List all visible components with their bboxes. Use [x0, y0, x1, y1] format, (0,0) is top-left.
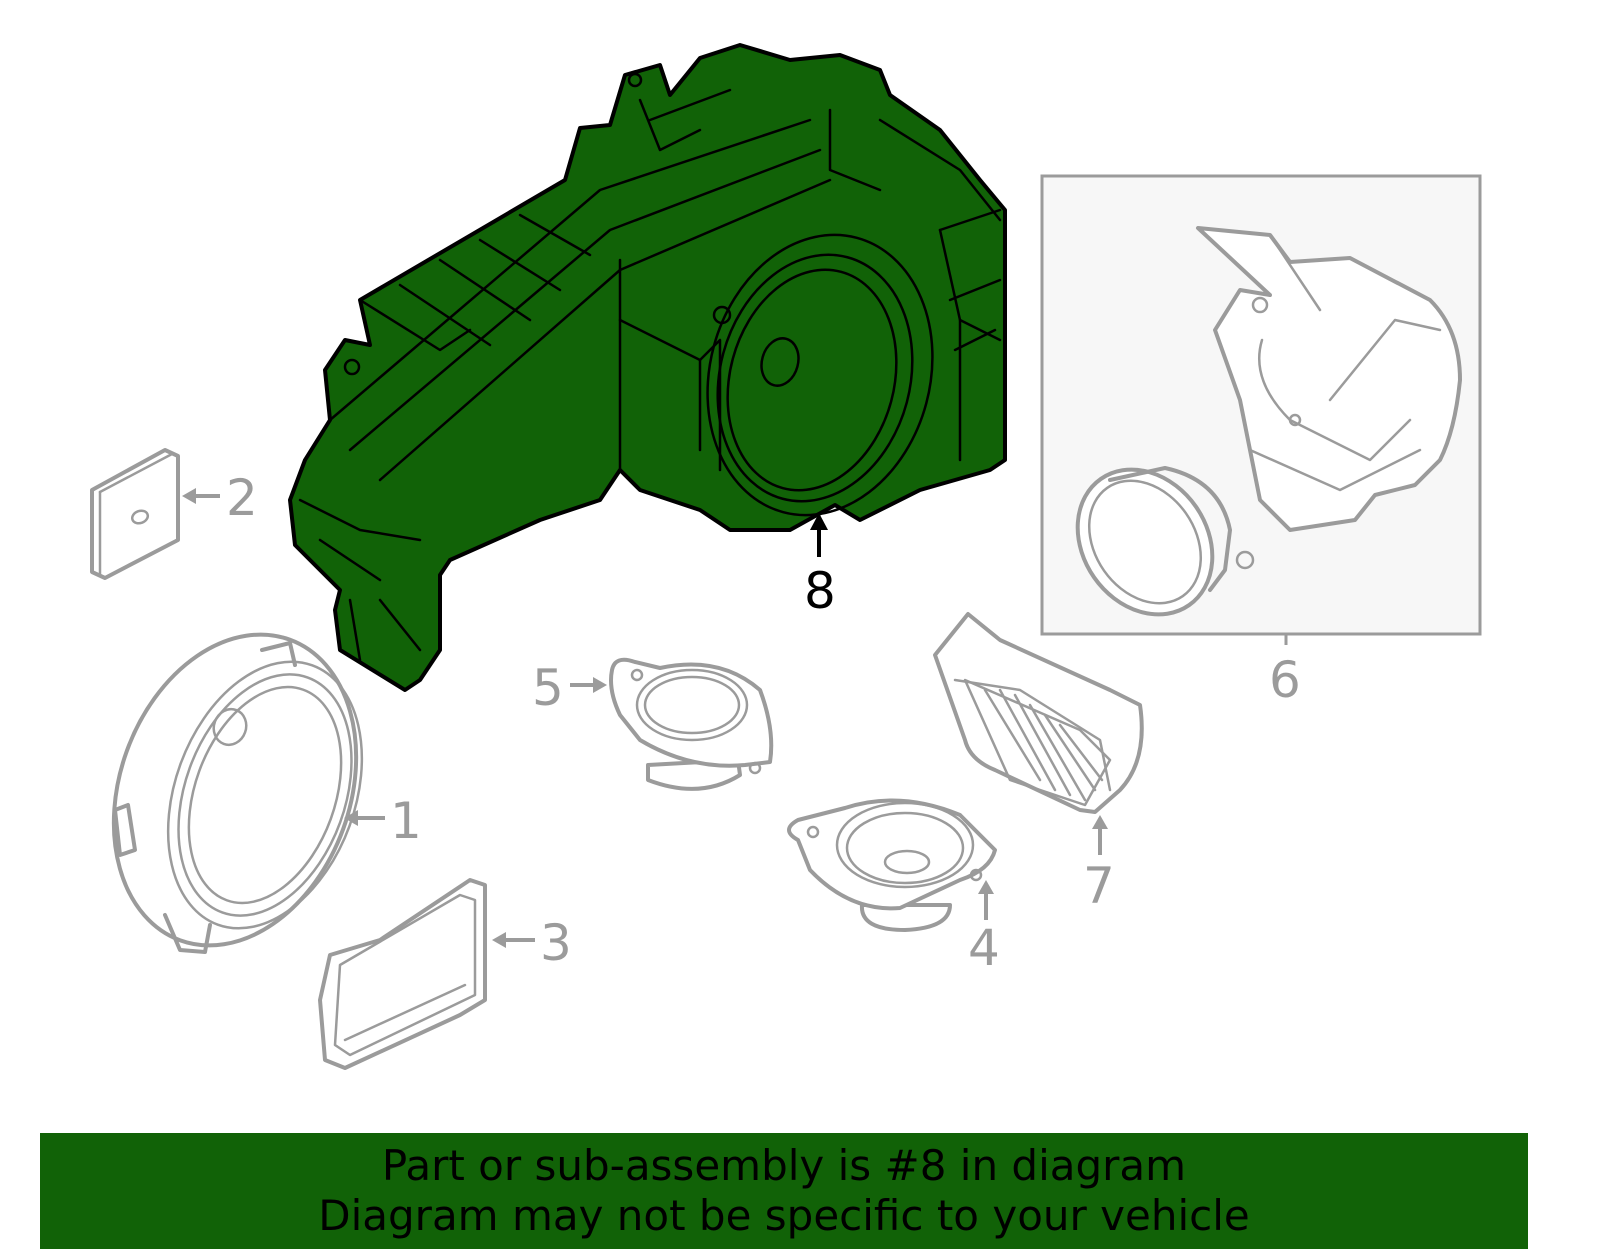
- part-2-pad[interactable]: [90, 448, 180, 580]
- callout-2-label: 2: [226, 469, 258, 527]
- callout-4-label: 4: [968, 919, 1000, 977]
- part-7-grille-trim[interactable]: [933, 612, 1144, 814]
- banner-line-2: Diagram may not be specific to your vehi…: [318, 1191, 1250, 1240]
- callout-7[interactable]: 7: [1083, 815, 1115, 915]
- callout-4[interactable]: 4: [968, 880, 1000, 977]
- part-8-subwoofer-enclosure[interactable]: [288, 43, 1007, 692]
- banner-line-1: Part or sub-assembly is #8 in diagram: [381, 1141, 1187, 1190]
- callout-1[interactable]: 1: [344, 792, 422, 850]
- part-info-banner: Part or sub-assembly is #8 in diagram Di…: [40, 1133, 1528, 1249]
- part-6-speaker-kit-inset[interactable]: [1040, 174, 1482, 641]
- callout-3[interactable]: 3: [492, 914, 572, 972]
- callout-5-label: 5: [532, 659, 564, 717]
- callout-5[interactable]: 5: [532, 659, 607, 717]
- callout-8-label: 8: [804, 562, 836, 620]
- callout-7-label: 7: [1083, 857, 1115, 915]
- callout-6-label: 6: [1269, 651, 1301, 709]
- part-4-speaker[interactable]: [787, 798, 997, 932]
- part-1-speaker[interactable]: [72, 600, 398, 979]
- callout-2[interactable]: 2: [182, 469, 258, 527]
- part-5-tweeter[interactable]: [609, 657, 774, 791]
- callout-6[interactable]: 6: [1269, 634, 1301, 709]
- part-3-bezel[interactable]: [318, 878, 487, 1070]
- callout-3-label: 3: [540, 914, 572, 972]
- callout-1-label: 1: [390, 792, 422, 850]
- callout-8[interactable]: 8: [804, 513, 836, 620]
